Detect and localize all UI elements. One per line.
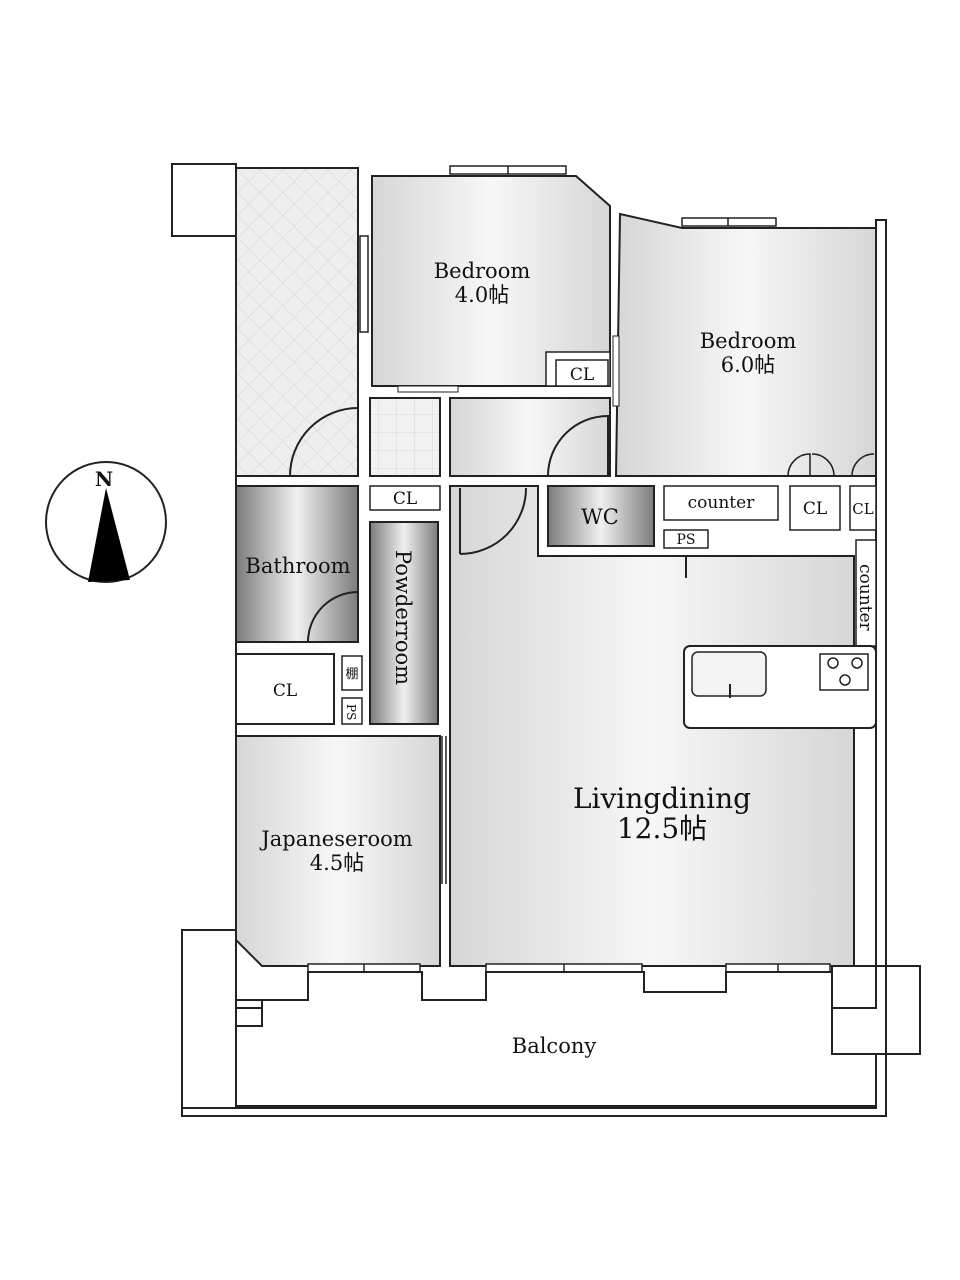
wc-name: WC <box>581 505 619 529</box>
bedroom-north-name: Bedroom <box>434 259 531 283</box>
bedroom-north-sliding-door <box>397 385 459 393</box>
powderroom-name: Powderroom <box>391 550 415 685</box>
hall <box>449 397 611 477</box>
balcony-name: Balcony <box>512 1034 597 1058</box>
shelf-label: 棚 <box>345 667 358 682</box>
entry-door-swing <box>289 407 359 477</box>
shelf <box>341 655 363 691</box>
living-dining-name: Livingdining <box>573 782 751 815</box>
living-dining <box>449 485 855 967</box>
closet-hall <box>369 485 441 511</box>
porch-window <box>359 235 369 333</box>
bedroom-north-size: 4.0帖 <box>455 283 509 307</box>
pipe-space-wc <box>663 529 709 549</box>
counter-top <box>663 485 779 521</box>
bathroom-name: Bathroom <box>245 554 350 578</box>
powderroom <box>369 521 439 725</box>
closet-counter-2-label: CL <box>852 500 873 518</box>
hall-door-swing <box>547 414 609 477</box>
living-dining-size: 12.5帖 <box>617 812 707 845</box>
bathroom <box>235 485 359 643</box>
pipe-space-lower <box>341 697 363 725</box>
north-compass: N <box>45 461 167 583</box>
pipe-space-lower-label: PS <box>344 704 358 720</box>
counter-top-label: counter <box>688 493 756 513</box>
hall-tile <box>369 397 441 477</box>
counter-side-label: counter <box>855 564 875 632</box>
closet-lower-label: CL <box>273 681 297 701</box>
bedroom-east-name: Bedroom <box>700 329 797 353</box>
bedroom-east <box>614 212 877 477</box>
pipe-space-wc-label: PS <box>676 532 695 548</box>
japanese-room-size: 4.5帖 <box>310 851 364 875</box>
bedroom-east-size: 6.0帖 <box>721 353 775 377</box>
closet-counter-1 <box>789 485 841 531</box>
closet-counter-1-label: CL <box>803 499 827 519</box>
bedroom-east-window <box>681 217 777 227</box>
entry-porch <box>235 167 359 477</box>
bedroom-north <box>371 175 611 387</box>
wc <box>547 485 655 547</box>
balcony <box>235 971 877 1107</box>
bedroom-east-sliding-door <box>612 335 620 407</box>
closet-bedroom-label: CL <box>570 365 594 385</box>
stove <box>819 653 869 691</box>
closet-lower <box>235 653 335 725</box>
closet-hall-label: CL <box>393 489 417 509</box>
japanese-room-name: Japaneseroom <box>259 827 412 851</box>
closet-counter-2 <box>849 485 877 531</box>
north-label: N <box>95 467 113 491</box>
